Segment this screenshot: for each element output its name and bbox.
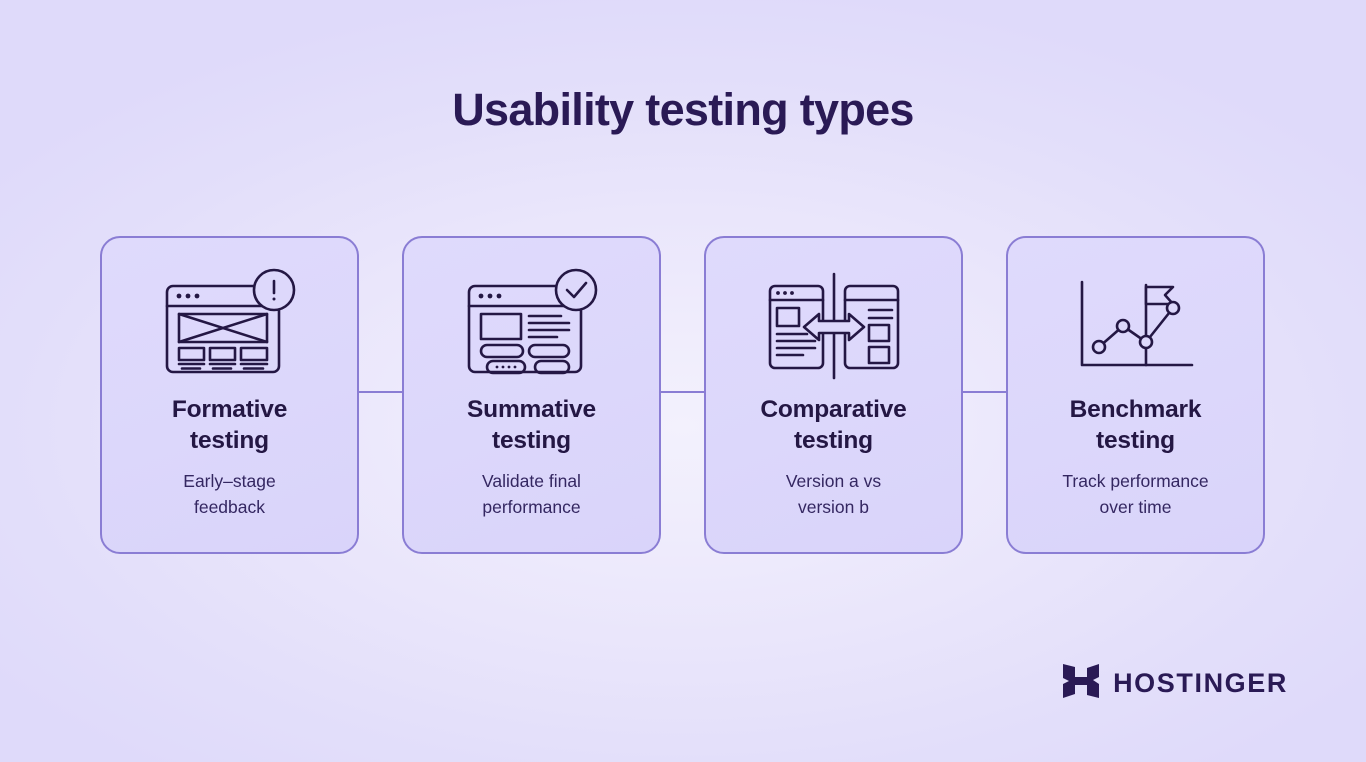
card-summative-testing[interactable]: Summative testing Validate final perform… xyxy=(402,236,661,554)
card-benchmark-testing[interactable]: Benchmark testing Track performance over… xyxy=(1006,236,1265,554)
page-title: Usability testing types xyxy=(452,84,914,135)
icon-two-browsers-compare-arrows xyxy=(759,268,909,380)
card-description: Version a vs version b xyxy=(785,471,882,517)
connector-line-1 xyxy=(357,236,404,554)
brand-logo: HOSTINGER xyxy=(1062,661,1288,706)
hostinger-h-logo-icon xyxy=(1062,661,1100,706)
connector-line-3 xyxy=(961,236,1008,554)
card-title: Formative testing xyxy=(171,396,288,455)
card-description: Early–stage feedback xyxy=(183,471,276,517)
card-row: Formative testing Early–stage feedback xyxy=(100,236,1266,554)
brand-name: HOSTINGER xyxy=(1113,668,1288,698)
icon-browser-layout-check xyxy=(457,268,607,380)
icon-browser-wireframe-alert xyxy=(155,268,305,380)
card-formative-testing[interactable]: Formative testing Early–stage feedback xyxy=(100,236,359,554)
card-title: Summative testing xyxy=(467,396,596,455)
card-description: Validate final performance xyxy=(482,471,581,517)
card-title: Comparative testing xyxy=(760,396,907,455)
card-description: Track performance over time xyxy=(1062,471,1209,517)
card-comparative-testing[interactable]: Comparative testing Version a vs version… xyxy=(704,236,963,554)
card-title: Benchmark testing xyxy=(1069,396,1202,455)
connector-line-2 xyxy=(659,236,706,554)
icon-line-chart-flag xyxy=(1061,268,1211,380)
